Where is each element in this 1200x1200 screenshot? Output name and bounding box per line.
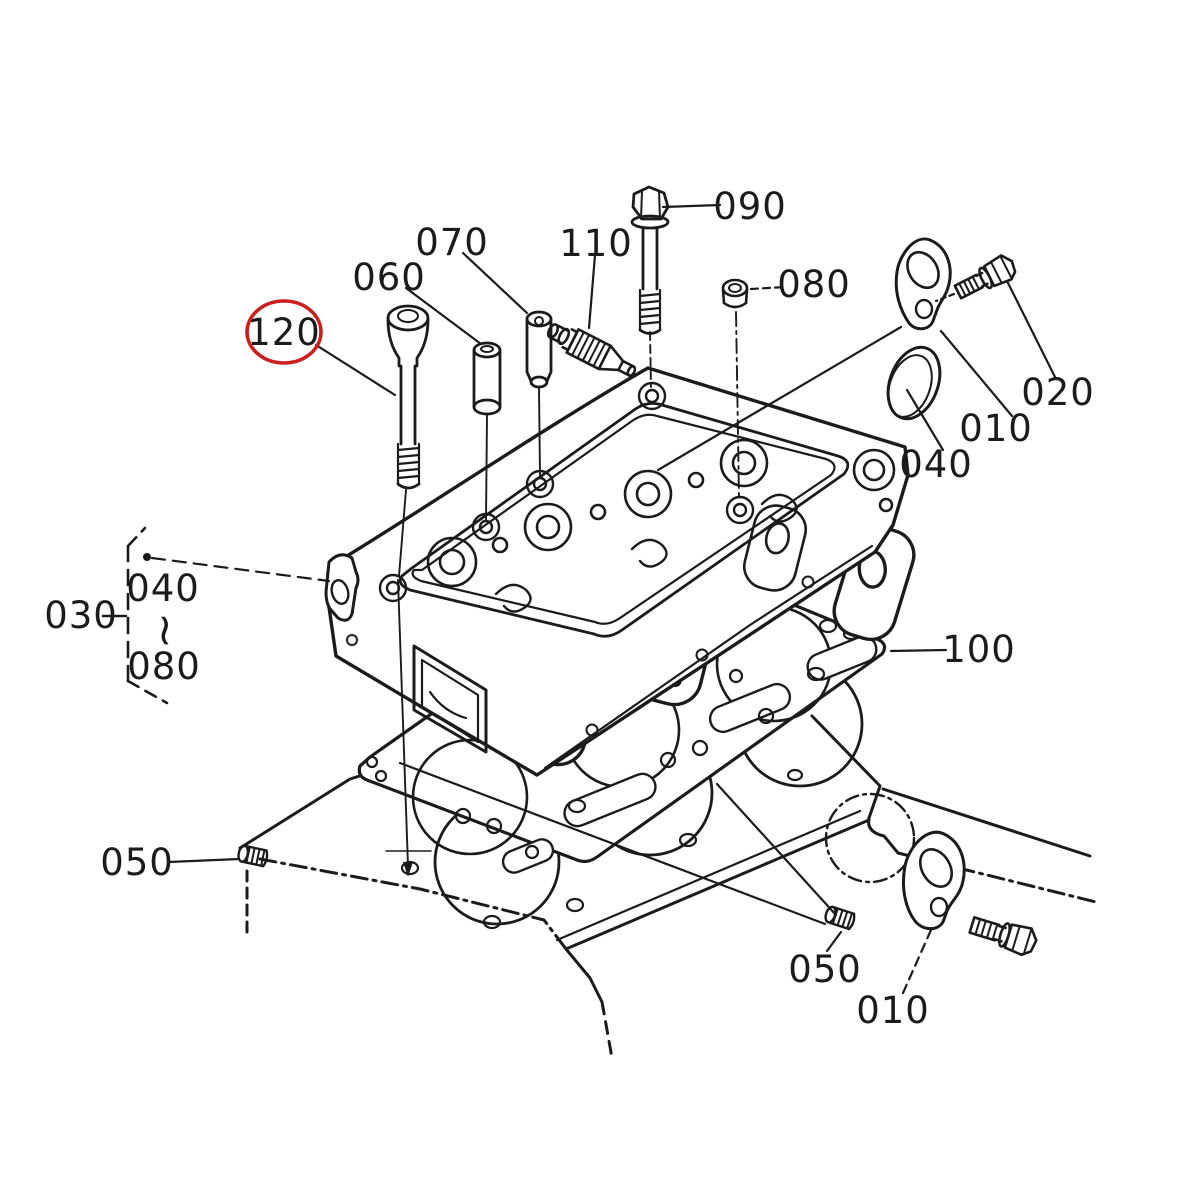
bolt-020: [953, 254, 1017, 300]
plug-050-left: [237, 844, 269, 868]
side-window: [412, 644, 488, 754]
callout-080-range: 080: [127, 645, 201, 688]
glow-plug-110: [546, 323, 637, 377]
cap-080: [721, 278, 749, 309]
leader-lines: [167, 203, 1057, 995]
callout-040-range: 040: [126, 567, 200, 610]
callout-010-top: 010: [959, 407, 1033, 450]
eyelet-joint-010-top: [894, 237, 952, 331]
cap-plug-040: [886, 345, 942, 421]
left-end-tab: [324, 553, 360, 622]
callout-040-top: 040: [899, 443, 973, 486]
port-boss: [742, 504, 808, 592]
callout-050-bottom: 050: [788, 948, 862, 991]
callout-120-highlighted: 120: [247, 311, 321, 354]
callout-020: 020: [1021, 371, 1095, 414]
callout-080: 080: [777, 263, 851, 306]
callout-100: 100: [942, 628, 1016, 671]
callout-060: 060: [352, 256, 426, 299]
group-bracket-030: [101, 526, 331, 705]
head-bolt-090: [630, 185, 670, 335]
callout-110: 110: [559, 222, 633, 265]
eyelet-joint-010-bottom: [901, 830, 966, 931]
cylinder-head: [324, 366, 916, 777]
callout-labels: 090 070 110 060 080 120 020 010 040 030 …: [44, 185, 1095, 1032]
valve-guide-060: [472, 341, 502, 416]
callout-030: 030: [44, 594, 118, 637]
cylinder-head-body: [326, 366, 910, 777]
callout-range-tilde: ~: [140, 612, 191, 650]
deck-bosses: [378, 381, 755, 603]
casting-details: [494, 493, 798, 613]
highlight-circle-120: [245, 299, 323, 365]
callout-070: 070: [415, 221, 489, 264]
stud-bolt-120: [386, 304, 430, 490]
centerlines: [385, 311, 740, 877]
plug-050-bottom: [824, 905, 856, 931]
bolt-010-mount: [968, 916, 1038, 957]
valve-port-rings: [426, 438, 896, 588]
callout-050-left: 050: [100, 841, 174, 884]
valve-guide-070: [525, 310, 553, 389]
callout-090: 090: [713, 185, 787, 228]
callout-010-bottom: 010: [856, 989, 930, 1032]
